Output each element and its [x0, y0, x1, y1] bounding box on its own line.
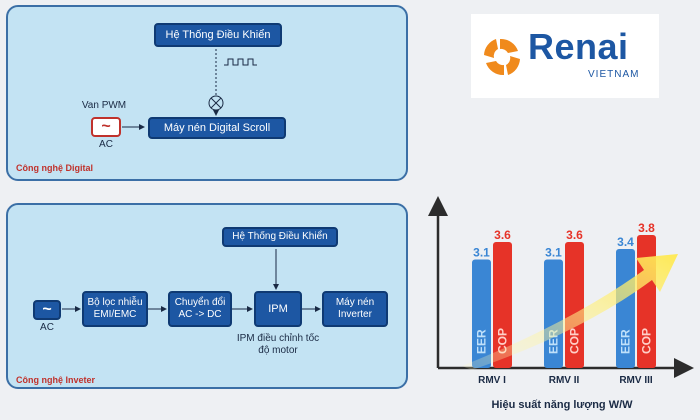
digital-caption: Công nghệ Digital [16, 163, 93, 173]
inverter-ac-source-icon: ~ [33, 300, 61, 320]
series-label-cop-3: COP [640, 328, 654, 354]
ac-dc-converter-box: Chuyển đổi AC -> DC [168, 291, 232, 327]
renai-logo: Renai VIETNAM [471, 14, 659, 98]
trend-arrow [462, 254, 678, 370]
value-label-eer-3: 3.4 [617, 235, 634, 249]
bar-cop-2 [565, 242, 584, 368]
ac-source-icon: ~ [91, 117, 121, 137]
series-label-eer-1: EER [475, 329, 489, 354]
inverter-compressor-box: Máy nén Inverter [322, 291, 388, 327]
logo-wordmark: Renai [528, 26, 629, 67]
value-label-eer-1: 3.1 [473, 246, 490, 260]
renai-logo-mark-icon [484, 38, 520, 76]
value-label-cop-3: 3.8 [638, 221, 655, 235]
value-label-cop-1: 3.6 [494, 228, 511, 242]
inverter-technology-panel: Hệ Thống Điều Khiển ~ AC Bộ lọc nhiễu EM… [6, 203, 408, 389]
digital-control-system-box: Hệ Thống Điều Khiển [154, 23, 282, 47]
logo-subtitle: VIETNAM [588, 69, 640, 80]
bar-cop-1 [493, 242, 512, 368]
bar-eer-1 [472, 259, 491, 368]
digital-ac-label: AC [99, 139, 113, 150]
x-axis-title: Hiệu suất năng lượng W/W [491, 399, 633, 411]
inverter-caption: Công nghệ Inveter [16, 375, 96, 385]
bar-eer-3 [616, 249, 635, 368]
digital-scroll-compressor-box: Máy nén Digital Scroll [148, 117, 286, 139]
emi-filter-box: Bộ lọc nhiễu EMI/EMC [82, 291, 148, 327]
value-label-cop-2: 3.6 [566, 228, 583, 242]
category-label-2: RMV II [549, 375, 580, 386]
inverter-ac-label: AC [40, 322, 54, 333]
ipm-speed-note: IPM điều chỉnh tốc độ motor [236, 333, 320, 356]
series-label-cop-2: COP [568, 328, 582, 354]
series-label-eer-3: EER [619, 329, 633, 354]
digital-connectors [122, 49, 257, 130]
bar-eer-2 [544, 259, 563, 368]
ipm-box: IPM [254, 291, 302, 327]
value-label-eer-2: 3.1 [545, 246, 562, 260]
category-label-1: RMV I [478, 375, 506, 386]
inverter-connectors [62, 249, 321, 312]
pwm-wave-icon [224, 58, 257, 66]
pwm-valve-label: Van PWM [81, 100, 127, 111]
category-label-3: RMV III [619, 375, 653, 386]
inverter-control-system-box: Hệ Thống Điều Khiển [222, 227, 338, 247]
digital-technology-panel: Hệ Thống Điều Khiển Van PWM ~ AC Máy nén… [6, 5, 408, 181]
